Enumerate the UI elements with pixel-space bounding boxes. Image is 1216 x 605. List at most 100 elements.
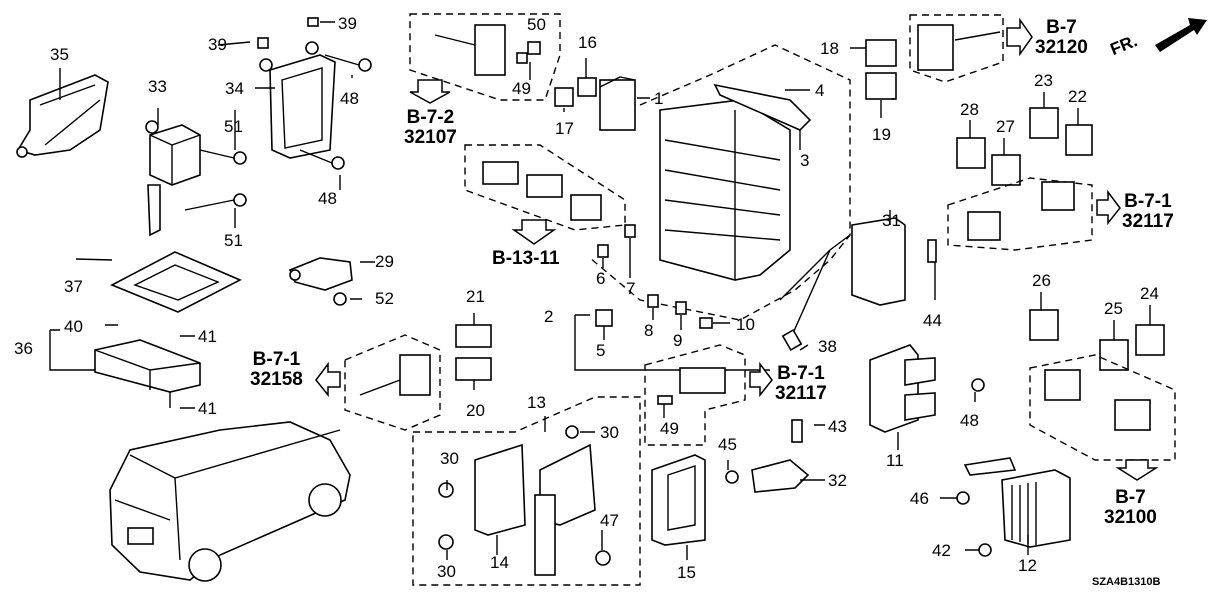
part-33-unit[interactable]	[145, 120, 201, 237]
relays-20-21[interactable]	[455, 324, 492, 381]
ref-number: 32158	[250, 369, 303, 390]
part-37-plate[interactable]	[110, 251, 242, 313]
callout-32: 32	[828, 471, 847, 490]
group-outline-b1311	[464, 144, 626, 231]
part-2-fuse-box[interactable]	[659, 99, 791, 281]
ref-link-32158[interactable]: B-7-1 32158	[250, 350, 303, 390]
callout-20: 20	[466, 401, 485, 420]
bracket-part[interactable]	[534, 443, 596, 576]
callout-30: 30	[440, 449, 459, 468]
connector-32117-right[interactable]	[967, 181, 1075, 241]
connector-32117-lower[interactable]	[657, 367, 726, 405]
callout-21: 21	[466, 287, 485, 306]
fuse-box-outline	[589, 44, 851, 321]
ref-section: B-7	[1046, 17, 1077, 38]
ref-link-32117-lower[interactable]: B-7-1 32117	[775, 364, 827, 404]
callout-4: 4	[815, 81, 825, 100]
reference-arrows	[315, 17, 1207, 481]
callout-7: 7	[626, 279, 636, 298]
group-outline-32120	[909, 14, 1004, 83]
callout-36: 36	[14, 339, 33, 358]
part-38-bolt[interactable]	[781, 328, 803, 352]
callout-42: 42	[932, 541, 951, 560]
callout-18: 18	[820, 39, 839, 58]
part-15-unit[interactable]	[651, 454, 706, 546]
callout-51: 51	[224, 117, 243, 136]
callout-12: 12	[1018, 556, 1037, 575]
callout-44: 44	[923, 311, 942, 330]
callout-22: 22	[1068, 87, 1087, 106]
bolt-38-leader	[779, 234, 851, 341]
ref-section: B-7-1	[252, 349, 301, 370]
callout-11: 11	[886, 451, 904, 470]
ref-section: B-7-1	[1124, 191, 1172, 212]
callout-9: 9	[673, 331, 683, 350]
callout-3: 3	[800, 151, 810, 170]
callout-23: 23	[1034, 71, 1053, 90]
group-outline-13	[412, 396, 641, 586]
callout-5: 5	[596, 341, 606, 360]
callout-1: 1	[654, 89, 664, 108]
ref-link-32120[interactable]: B-7 32120	[1035, 18, 1088, 58]
part-32-sensor[interactable]	[751, 419, 810, 493]
connector-32100[interactable]	[1044, 369, 1151, 431]
front-direction-arrow-icon	[1155, 18, 1207, 52]
relays-22-28[interactable]	[956, 107, 1165, 371]
callout-35: 35	[50, 45, 69, 64]
relay-group-b1311[interactable]	[482, 161, 602, 221]
part-36-unit[interactable]	[49, 329, 201, 393]
ref-section: B-7	[1115, 487, 1146, 508]
callout-52: 52	[375, 289, 394, 308]
relay-small-parts[interactable]	[554, 76, 636, 131]
ref-link-b1311[interactable]: B-13-11	[492, 249, 560, 269]
ref-number: 32117	[1122, 211, 1174, 232]
part-12-unit[interactable]	[956, 457, 1071, 557]
callout-41: 41	[198, 327, 217, 346]
vehicle-illustration	[109, 421, 351, 582]
callout-15: 15	[677, 563, 696, 582]
callout-48: 48	[318, 189, 337, 208]
group-outline-32158	[344, 334, 441, 431]
callout-24: 24	[1140, 284, 1159, 303]
clip-parts[interactable]	[595, 224, 713, 329]
relays-18-19[interactable]	[865, 39, 897, 100]
callout-14: 14	[490, 553, 509, 572]
part-29-bracket[interactable]	[288, 257, 353, 291]
callout-40: 40	[64, 317, 83, 336]
callout-31: 31	[882, 211, 901, 230]
ref-link-32117-right[interactable]: B-7-1 32117	[1122, 192, 1174, 232]
callout-46: 46	[910, 489, 929, 508]
callout-30: 30	[437, 562, 456, 581]
group-outline-50	[409, 13, 561, 101]
part-11-unit[interactable]	[869, 344, 985, 433]
part-50-connector[interactable]	[434, 24, 541, 76]
part-14-unit[interactable]	[474, 443, 526, 536]
ref-section: B-7-1	[777, 363, 825, 384]
callout-51: 51	[224, 231, 243, 250]
part-3-cover[interactable]	[713, 83, 812, 131]
callout-27: 27	[996, 117, 1015, 136]
callout-48: 48	[340, 89, 359, 108]
connector-32120[interactable]	[917, 24, 1001, 71]
group-outline-49	[644, 344, 746, 446]
part-35-bracket[interactable]	[16, 74, 109, 158]
ref-link-32100[interactable]: B-7 32100	[1104, 488, 1157, 528]
callout-2: 2	[544, 307, 554, 326]
callout-34: 34	[225, 79, 244, 98]
callout-41: 41	[198, 399, 217, 418]
diagram-code: SZA4B1310B	[1092, 576, 1161, 588]
screw-parts	[184, 17, 372, 306]
callout-33: 33	[148, 77, 167, 96]
part-31-unit[interactable]	[851, 217, 937, 306]
ref-link-32107[interactable]: B-7-2 32107	[404, 108, 457, 148]
callout-29: 29	[375, 252, 394, 271]
callout-43: 43	[828, 417, 847, 436]
callout-8: 8	[644, 321, 654, 340]
callout-39: 39	[208, 35, 227, 54]
callout-17: 17	[555, 119, 574, 138]
group-outline-32100	[1029, 354, 1176, 461]
callout-25: 25	[1104, 299, 1123, 318]
connector-32158[interactable]	[359, 354, 431, 396]
part-34-module[interactable]	[259, 41, 336, 159]
